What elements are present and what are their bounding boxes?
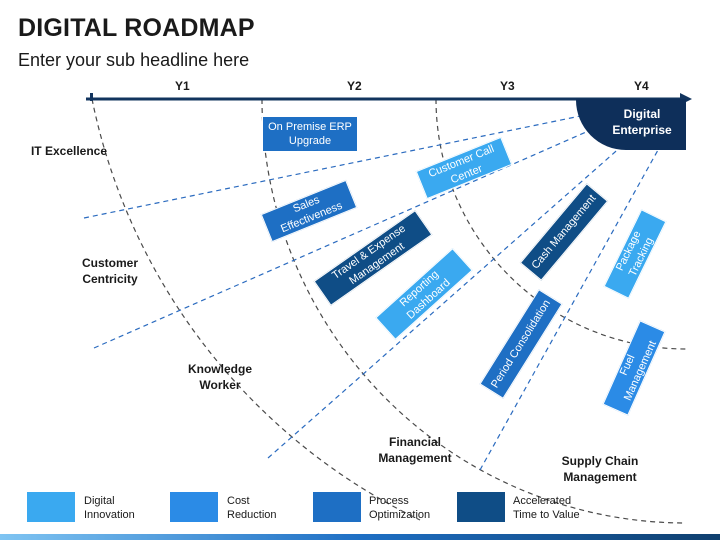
legend-swatch-cost-reduction bbox=[170, 492, 218, 522]
ray-it-excellence bbox=[83, 111, 601, 219]
legend-label-accelerated-time-to-value: Accelerated Time to Value bbox=[513, 495, 580, 521]
page-subtitle: Enter your sub headline here bbox=[18, 50, 250, 70]
zone-it-excellence: IT Excellence bbox=[30, 144, 108, 158]
zone-customer-centricity: Customer Centricity bbox=[81, 256, 138, 286]
legend-label-process-optimization: Process Optimization bbox=[369, 495, 431, 521]
ray-knowledge-worker bbox=[267, 129, 641, 459]
year-arc-y2 bbox=[261, 98, 687, 524]
year-label-y2: Y2 bbox=[347, 79, 362, 93]
tick-y1 bbox=[90, 93, 93, 101]
zone-financial-management: Financial Management bbox=[378, 435, 452, 465]
year-label-y4: Y4 bbox=[634, 79, 649, 93]
zone-supply-chain-management: Supply Chain Management bbox=[561, 454, 639, 484]
legend-swatch-accelerated-time-to-value bbox=[457, 492, 505, 522]
page-title: DIGITAL ROADMAP bbox=[18, 14, 255, 42]
digital-enterprise-shape bbox=[576, 99, 686, 150]
digital-enterprise-label: Digital Enterprise bbox=[612, 107, 672, 137]
legend-swatch-process-optimization bbox=[313, 492, 361, 522]
zone-knowledge-worker: Knowledge Worker bbox=[187, 362, 252, 392]
legend-swatch-digital-innovation bbox=[27, 492, 75, 522]
year-label-y3: Y3 bbox=[500, 79, 515, 93]
legend-label-digital-innovation: Digital Innovation bbox=[84, 495, 135, 521]
ray-financial-management bbox=[479, 149, 659, 471]
legend-label-cost-reduction: Cost Reduction bbox=[227, 495, 277, 521]
year-label-y1: Y1 bbox=[175, 79, 190, 93]
bottom-accent-bar bbox=[0, 534, 720, 540]
initiative-on-premise-erp: On Premise ERP Upgrade bbox=[262, 116, 358, 152]
